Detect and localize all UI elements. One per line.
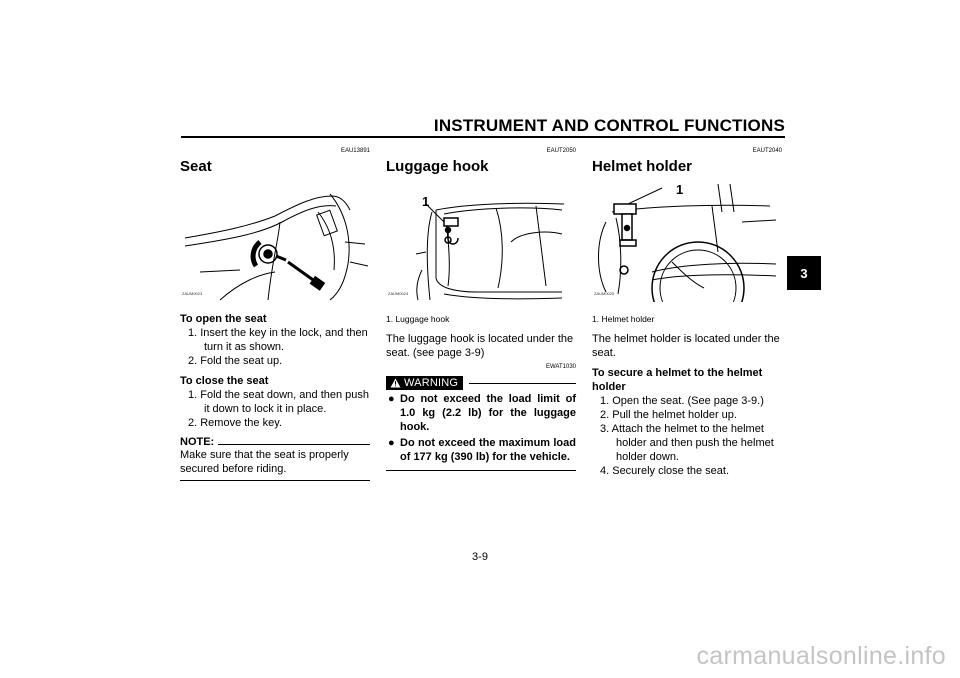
note-header: NOTE: [180, 436, 370, 448]
luggage-hook-drawing [415, 202, 565, 301]
warning-triangle-icon [390, 378, 401, 388]
section-title: Helmet holder [592, 158, 693, 175]
warning-rule [469, 382, 576, 384]
warning-item: ● Do not exceed the maximum load of 177 … [386, 436, 576, 464]
warning-code: EWAT1030 [545, 364, 576, 370]
warning-header: WARNING [386, 376, 576, 390]
note-text: Make sure that the seat is properly secu… [180, 449, 349, 475]
warning-item: ● Do not exceed the load limit of 1.0 kg… [386, 392, 576, 434]
warning-text: Do not exceed the load limit of 1.0 kg (… [400, 393, 576, 433]
warning-text: Do not exceed the maximum load of 177 kg… [400, 437, 576, 463]
section-code: EAUT2050 [546, 148, 576, 154]
figure-caption: 1. Luggage hook [386, 314, 450, 324]
secure-helmet-heading: To secure a helmet to the helmet holder [592, 367, 763, 393]
luggage-hook-body: The luggage hook is located under the se… [386, 333, 574, 359]
note-end-rule [180, 480, 370, 481]
helmet-holder-body: The helmet holder is located under the s… [592, 333, 780, 359]
helmet-step-2: 2. Pull the helmet holder up. [600, 409, 737, 421]
helmet-holder-illustration: 1 ZAUM0025 [592, 182, 782, 302]
section-code: EAUT2040 [752, 148, 782, 154]
note-label: NOTE: [180, 436, 215, 448]
close-step-2: 2. Remove the key. [188, 417, 282, 429]
close-step-1: 1. Fold the seat down, and then push it … [188, 389, 370, 415]
open-step-1: 1. Insert the key in the lock, and then … [188, 327, 368, 353]
helmet-step-1: 1. Open the seat. (See page 3-9.) [600, 395, 764, 407]
helmet-holder-section: EAUT2040 Helmet holder [592, 148, 782, 478]
seat-lock-drawing [184, 193, 369, 301]
figure-code: ZAUM0023 [182, 291, 203, 296]
helmet-step-4: 4. Securely close the seat. [600, 465, 730, 477]
figure-caption: 1. Helmet holder [592, 314, 655, 324]
figure-code: ZAUM0025 [594, 291, 615, 296]
figure-callout: 1 [676, 182, 684, 197]
luggage-hook-section: EAUT2050 Luggage hook [386, 148, 576, 471]
seat-illustration: ZAUM0023 [180, 182, 370, 302]
warning-badge: WARNING [386, 376, 464, 390]
seat-section: EAU13891 Seat [180, 148, 370, 481]
page-header-title: INSTRUMENT AND CONTROL FUNCTIONS [433, 116, 785, 135]
figure-callout: 1 [422, 194, 430, 209]
warning-label: WARNING [404, 377, 459, 389]
open-step-2: 2. Fold the seat up. [188, 355, 283, 367]
helmet-step-3: 3. Attach the helmet to the helmet holde… [600, 423, 774, 463]
section-title: Seat [180, 158, 212, 175]
open-seat-heading: To open the seat [180, 313, 267, 325]
helmet-holder-drawing [598, 183, 777, 302]
chapter-tab[interactable]: 3 [787, 256, 821, 290]
bullet-icon: ● [388, 393, 395, 405]
header-rule [181, 136, 785, 138]
close-seat-heading: To close the seat [180, 375, 269, 387]
section-code: EAU13891 [340, 148, 370, 154]
section-title: Luggage hook [386, 158, 489, 175]
watermark[interactable]: carmanualsonline.info [696, 642, 946, 670]
page-number: 3-9 [472, 551, 488, 563]
luggage-hook-illustration: 1 ZAUM0024 [386, 182, 576, 302]
figure-code: ZAUM0024 [388, 291, 409, 296]
warning-end-rule [386, 470, 576, 471]
note-rule [218, 444, 370, 445]
bullet-icon: ● [388, 437, 395, 449]
